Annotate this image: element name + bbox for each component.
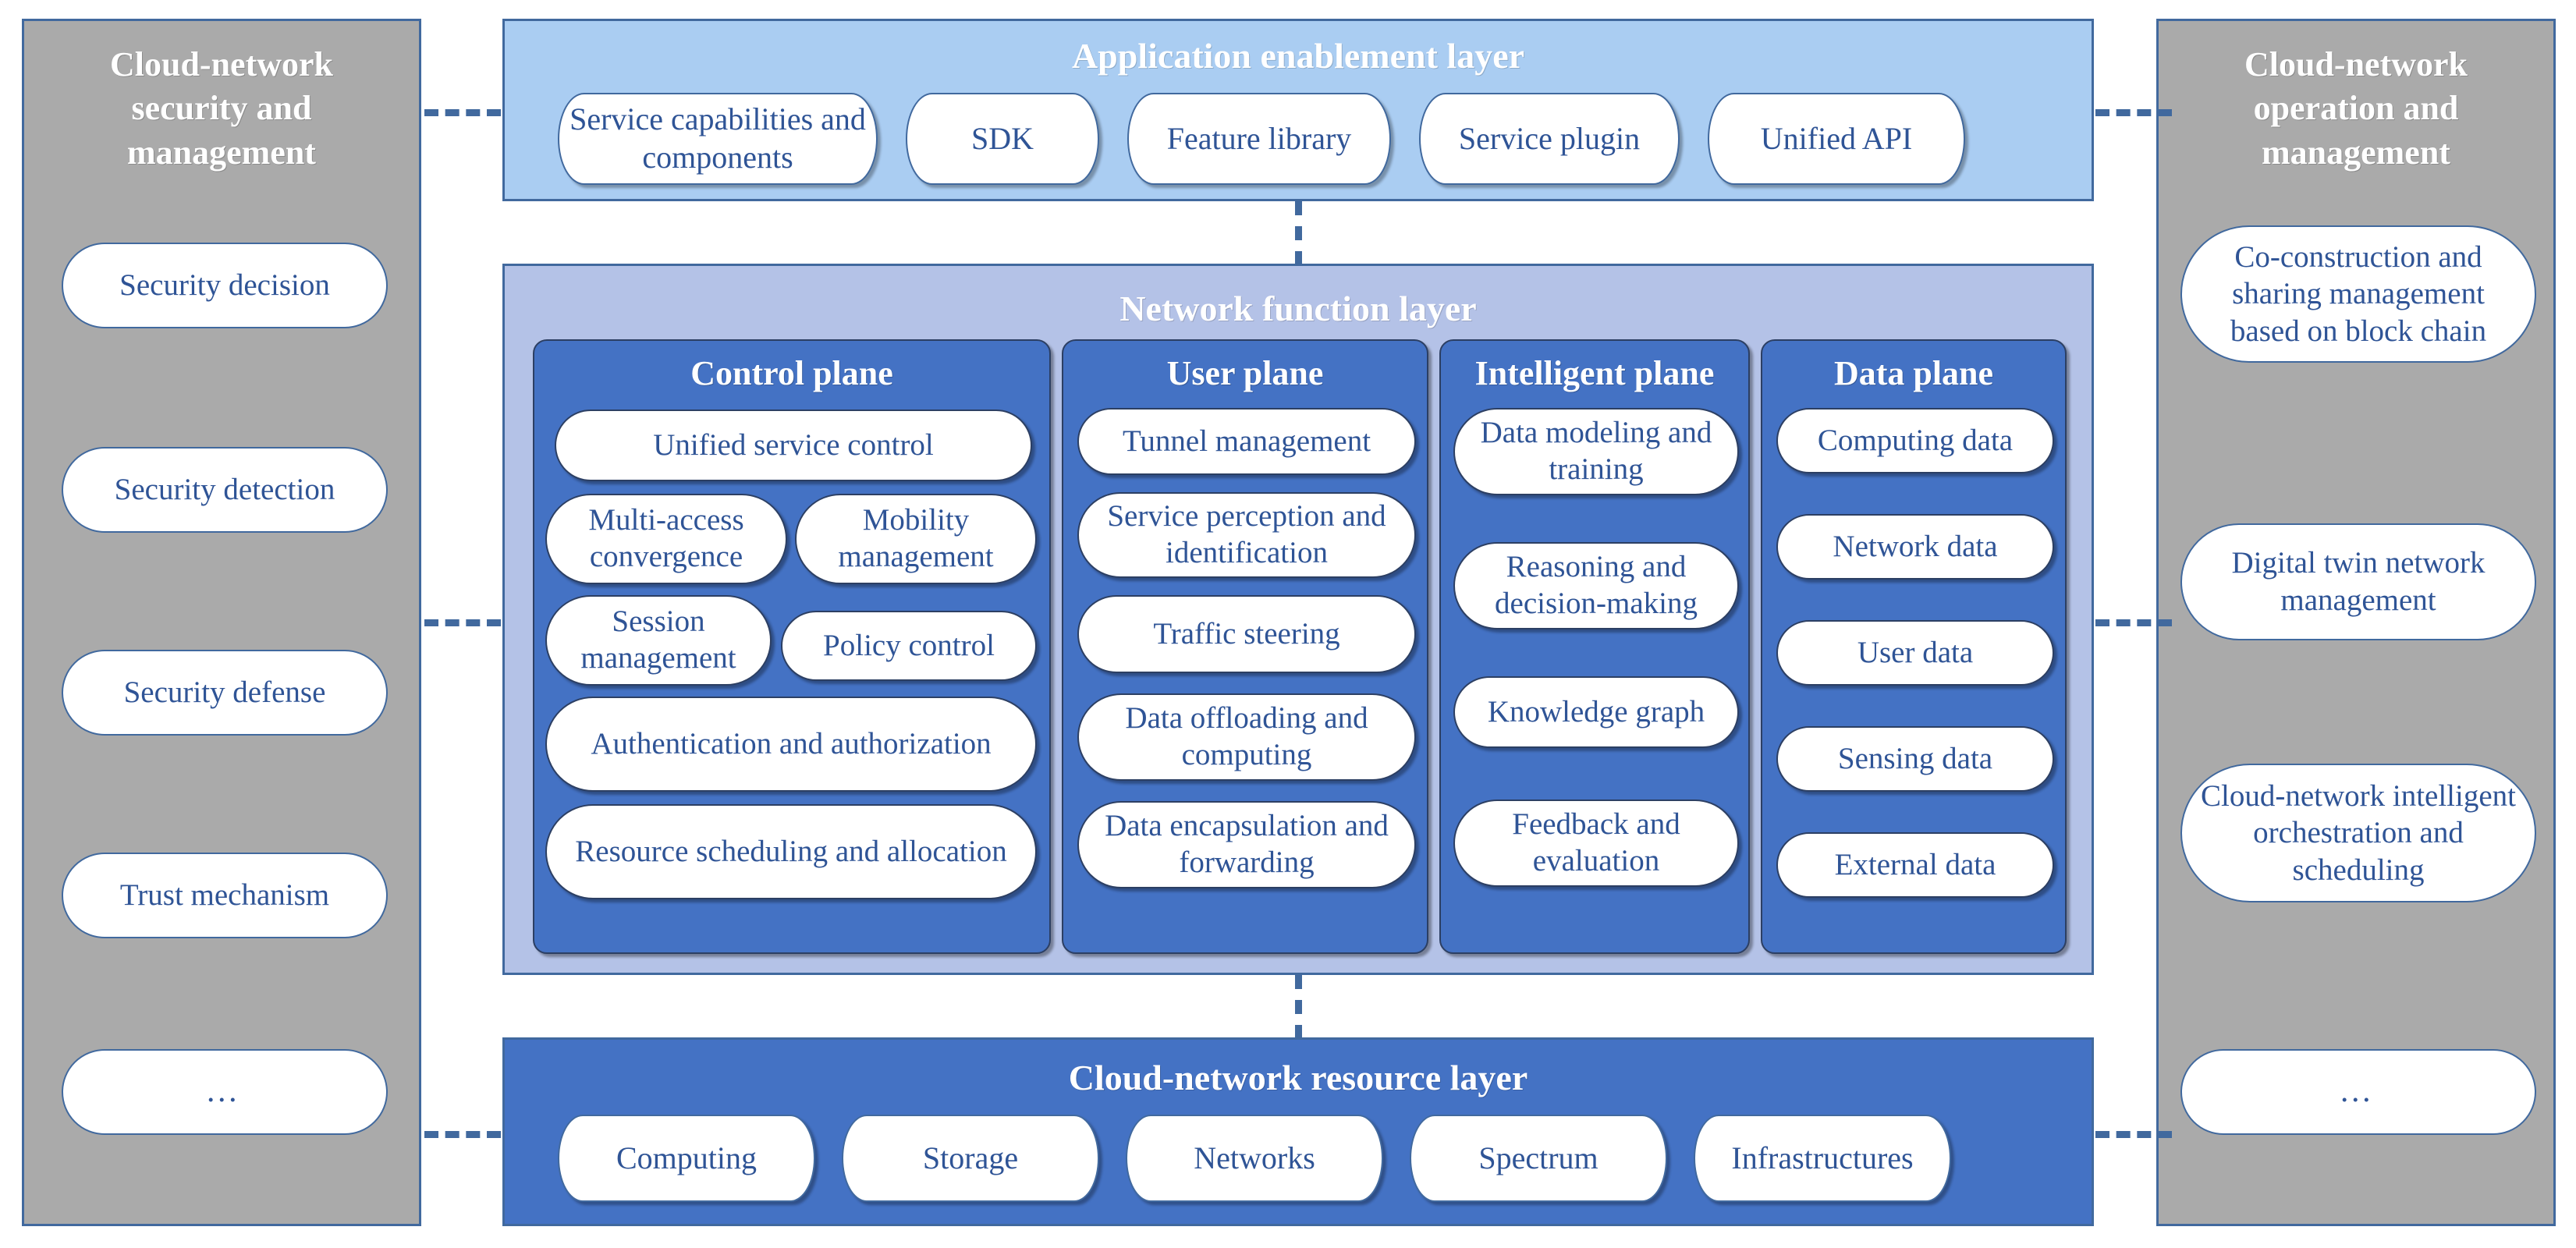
user-plane-item-traffic-steering[interactable]: Traffic steering <box>1077 595 1416 673</box>
app-item-feature-library[interactable]: Feature library <box>1127 93 1391 185</box>
control-plane-item-unified-service-control[interactable]: Unified service control <box>555 410 1032 481</box>
control-plane-item-resource-scheduling[interactable]: Resource scheduling and allocation <box>545 804 1037 899</box>
intelligent-plane-column: Intelligent plane Data modeling and trai… <box>1439 339 1750 954</box>
application-enablement-layer: Application enablement layer Service cap… <box>502 19 2094 201</box>
control-plane-item-authentication-authorization[interactable]: Authentication and authorization <box>545 697 1037 792</box>
connector-app-to-right <box>2095 109 2172 116</box>
data-plane-title: Data plane <box>1833 354 1994 392</box>
application-layer-title: Application enablement layer <box>1071 36 1525 76</box>
sidebar-item-co-construction[interactable]: Co-construction and sharing management b… <box>2180 225 2536 363</box>
user-plane-item-data-offloading[interactable]: Data offloading and computing <box>1077 693 1416 781</box>
sidebar-item-intelligent-orchestration[interactable]: Cloud-network intelligent orchestration … <box>2180 764 2536 902</box>
user-plane-column: User plane Tunnel management Service per… <box>1062 339 1428 954</box>
sidebar-item-security-defense[interactable]: Security defense <box>62 650 388 736</box>
sidebar-item-more[interactable]: … <box>2180 1049 2536 1135</box>
control-plane-item-policy-control[interactable]: Policy control <box>781 611 1037 681</box>
intelligent-plane-item-knowledge-graph[interactable]: Knowledge graph <box>1453 676 1739 748</box>
connector-app-to-nf <box>1295 201 1302 265</box>
data-plane-item-computing-data[interactable]: Computing data <box>1776 408 2054 473</box>
left-panel-title: Cloud-network security and management <box>109 45 333 172</box>
resource-item-computing[interactable]: Computing <box>558 1115 815 1202</box>
connector-resource-to-right <box>2095 1131 2172 1138</box>
cloud-network-resource-layer: Cloud-network resource layer Computing S… <box>502 1037 2094 1226</box>
intelligent-plane-item-feedback-evaluation[interactable]: Feedback and evaluation <box>1453 800 1739 887</box>
left-panel: Cloud-network security and management Se… <box>22 19 421 1226</box>
control-plane-title: Control plane <box>690 354 893 392</box>
connector-nf-to-resource <box>1295 975 1302 1039</box>
data-plane-item-sensing-data[interactable]: Sensing data <box>1776 726 2054 792</box>
connector-nf-to-right <box>2095 619 2172 626</box>
data-plane-item-external-data[interactable]: External data <box>1776 832 2054 898</box>
sidebar-item-security-detection[interactable]: Security detection <box>62 447 388 533</box>
intelligent-plane-item-reasoning-decision[interactable]: Reasoning and decision-making <box>1453 542 1739 629</box>
intelligent-plane-item-data-modeling[interactable]: Data modeling and training <box>1453 408 1739 495</box>
intelligent-plane-title: Intelligent plane <box>1474 354 1715 392</box>
resource-item-storage[interactable]: Storage <box>842 1115 1099 1202</box>
user-plane-item-tunnel-management[interactable]: Tunnel management <box>1077 408 1416 475</box>
resource-item-spectrum[interactable]: Spectrum <box>1410 1115 1667 1202</box>
app-item-sdk[interactable]: SDK <box>906 93 1099 185</box>
sidebar-item-digital-twin[interactable]: Digital twin network management <box>2180 523 2536 640</box>
control-plane-item-session-management[interactable]: Session management <box>545 595 772 686</box>
resource-item-networks[interactable]: Networks <box>1126 1115 1383 1202</box>
control-plane-item-mobility-management[interactable]: Mobility management <box>795 494 1037 584</box>
user-plane-item-data-encapsulation[interactable]: Data encapsulation and forwarding <box>1077 801 1416 888</box>
resource-layer-title: Cloud-network resource layer <box>1068 1058 1528 1097</box>
sidebar-item-security-decision[interactable]: Security decision <box>62 243 388 328</box>
app-item-unified-api[interactable]: Unified API <box>1708 93 1965 185</box>
network-function-layer: Network function layer Control plane Uni… <box>502 264 2094 975</box>
network-function-layer-title: Network function layer <box>1119 289 1477 328</box>
connector-left-to-nf <box>424 619 501 626</box>
sidebar-item-trust-mechanism[interactable]: Trust mechanism <box>62 853 388 938</box>
data-plane-item-user-data[interactable]: User data <box>1776 620 2054 686</box>
connector-left-to-resource <box>424 1131 501 1138</box>
user-plane-item-service-perception[interactable]: Service perception and identification <box>1077 492 1416 578</box>
right-panel: Cloud-network operation and management C… <box>2156 19 2556 1226</box>
app-item-service-capabilities[interactable]: Service capabilities and components <box>558 93 878 185</box>
data-plane-column: Data plane Computing data Network data U… <box>1761 339 2067 954</box>
right-panel-title: Cloud-network operation and management <box>2244 45 2468 172</box>
user-plane-title: User plane <box>1166 354 1324 392</box>
resource-item-infrastructures[interactable]: Infrastructures <box>1694 1115 1951 1202</box>
sidebar-item-more[interactable]: … <box>62 1049 388 1135</box>
connector-left-to-app <box>424 109 501 116</box>
data-plane-item-network-data[interactable]: Network data <box>1776 514 2054 580</box>
control-plane-column: Control plane Unified service control Mu… <box>533 339 1051 954</box>
control-plane-item-multi-access-convergence[interactable]: Multi-access convergence <box>545 494 787 584</box>
app-item-service-plugin[interactable]: Service plugin <box>1419 93 1680 185</box>
